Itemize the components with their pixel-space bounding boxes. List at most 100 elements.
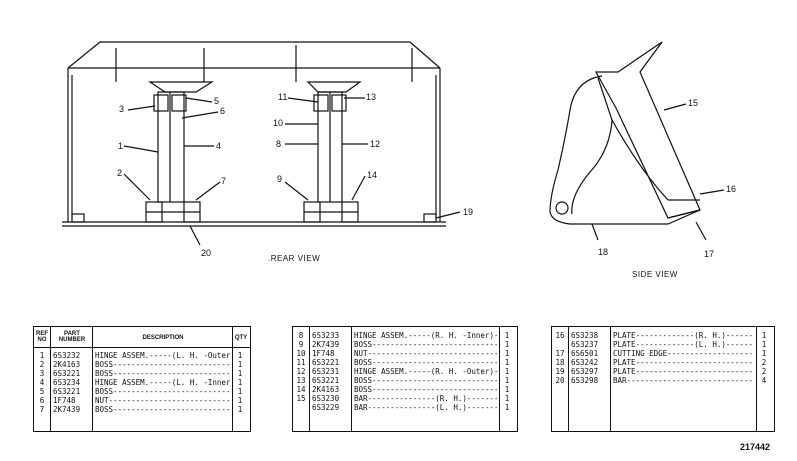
description-cell: PLATE----------------------------- xyxy=(613,367,754,376)
description-cell: NUT------------------------------- xyxy=(95,396,230,405)
description-cell: BOSS------------------------------ xyxy=(354,358,497,367)
table-row: 7 2K7439 BOSS-----------------------------… xyxy=(34,405,250,414)
qty-cell: 1 xyxy=(237,360,243,369)
part-number-cell: 2K7439 xyxy=(53,405,81,414)
callout-1: 1 xyxy=(118,141,124,151)
part-number-cell: 6S3221 xyxy=(312,358,340,367)
table-row: 6 1F748 NUT-------------------------------… xyxy=(34,396,250,405)
header-description: DESCRIPTION xyxy=(142,335,184,341)
description-cell: NUT------------------------------- xyxy=(354,349,497,358)
part-number-cell: 6S3297 xyxy=(571,367,599,376)
description-cell: BOSS------------------------------ xyxy=(354,340,497,349)
table-row: 18 6S3242 PLATE---------------------------… xyxy=(552,358,774,367)
description-cell: BAR---------------(R. H.)--------- xyxy=(354,394,497,403)
ref-no-cell: 4 xyxy=(39,378,45,387)
qty-cell: 2 xyxy=(761,358,767,367)
qty-cell: 1 xyxy=(237,396,243,405)
part-number-cell: 6S3229 xyxy=(312,403,340,412)
description-cell: BOSS------------------------------ xyxy=(95,405,230,414)
description-cell: BOSS------------------------------ xyxy=(95,369,230,378)
part-number-cell: 6S3221 xyxy=(312,376,340,385)
callout-2: 2 xyxy=(117,168,123,178)
description-cell: BOSS------------------------------ xyxy=(95,360,230,369)
part-number-cell: 1F748 xyxy=(53,396,76,405)
ref-no-cell: 7 xyxy=(39,405,45,414)
part-number-cell: 6S3233 xyxy=(312,331,340,340)
table-row: 10 1F748 NUT------------------------------… xyxy=(293,349,517,358)
ref-no-cell: 10 xyxy=(296,349,306,358)
table-row: 2 2K4163 BOSS-----------------------------… xyxy=(34,360,250,369)
callout-4: 4 xyxy=(216,141,222,151)
ref-no-cell: 2 xyxy=(39,360,45,369)
qty-cell: 1 xyxy=(504,349,510,358)
table-row: 36S3221BOSS-----------------------------… xyxy=(34,369,250,378)
callout-14: 14 xyxy=(367,170,378,180)
table-row: 6S3237 PLATE-------------(L. H.)---------… xyxy=(552,340,774,349)
description-cell: HINGE ASSEM.-----(L. H. -Outer)--- xyxy=(95,351,230,360)
ref-no-cell: 1 xyxy=(39,351,45,360)
qty-cell: 1 xyxy=(237,369,243,378)
qty-cell: 1 xyxy=(237,351,243,360)
rear-view-drawing xyxy=(62,41,461,246)
table-row: 56S3221BOSS-----------------------------… xyxy=(34,387,250,396)
qty-cell: 1 xyxy=(504,403,510,412)
description-cell: HINGE ASSEM.-----(L. H. -Inner)--- xyxy=(95,378,230,387)
qty-cell: 1 xyxy=(237,387,243,396)
description-cell: CUTTING EDGE---------------------- xyxy=(613,349,754,358)
ref-no-cell: 11 xyxy=(296,358,306,367)
qty-cell: 4 xyxy=(761,376,767,385)
table-row: 6S3229 BAR---------------(L. H.)---------… xyxy=(293,403,517,412)
drawing-number: 217442 xyxy=(740,442,771,452)
qty-cell: 1 xyxy=(504,385,510,394)
description-cell: BAR------------------------------- xyxy=(613,376,754,385)
description-cell: HINGE ASSEM.-----(R. H. -Outer)--- xyxy=(354,367,497,376)
part-number-cell: 6S6501 xyxy=(571,349,599,358)
callout-6: 6 xyxy=(220,106,226,116)
qty-cell: 1 xyxy=(504,394,510,403)
callout-11: 11 xyxy=(278,92,288,102)
part-number-cell: 6S3237 xyxy=(571,340,599,349)
callout-18: 18 xyxy=(598,247,609,257)
qty-cell: 1 xyxy=(761,340,767,349)
part-number-cell: 1F748 xyxy=(312,349,335,358)
qty-cell: 1 xyxy=(504,367,510,376)
description-cell: BOSS------------------------------ xyxy=(354,385,497,394)
part-number-cell: 2K4163 xyxy=(312,385,340,394)
ref-no-cell: 20 xyxy=(555,376,565,385)
callout-20: 20 xyxy=(201,248,212,258)
part-number-cell: 6S3298 xyxy=(571,376,599,385)
part-number-cell: 2K4163 xyxy=(53,360,81,369)
ref-no-cell: 13 xyxy=(296,376,306,385)
description-cell: PLATE-------------(R. H.)--------- xyxy=(613,331,754,340)
qty-cell: 1 xyxy=(237,378,243,387)
callout-8: 8 xyxy=(276,139,282,149)
header-ref-no: REF NO xyxy=(36,331,48,343)
qty-cell: 1 xyxy=(761,349,767,358)
description-cell: HINGE ASSEM.-----(R. H. -Inner)--- xyxy=(354,331,497,340)
callout-9: 9 xyxy=(277,174,283,184)
ref-no-cell: 6 xyxy=(39,396,45,405)
callout-13: 13 xyxy=(366,92,377,102)
ref-no-cell: 18 xyxy=(555,358,565,367)
description-cell: BAR---------------(L. H.)--------- xyxy=(354,403,497,412)
header-part-number: PART NUMBER xyxy=(58,331,86,343)
callout-7: 7 xyxy=(221,176,227,186)
description-cell: PLATE----------------------------- xyxy=(613,358,754,367)
ref-no-cell: 9 xyxy=(298,340,304,349)
ref-no-cell: 14 xyxy=(296,385,306,394)
qty-cell: 1 xyxy=(504,340,510,349)
ref-no-cell: 16 xyxy=(555,331,565,340)
description-cell: PLATE-------------(L. H.)--------- xyxy=(613,340,754,349)
part-number-cell: 6S3242 xyxy=(571,358,599,367)
table-row: 11 6S3221 BOSS----------------------------… xyxy=(293,358,517,367)
side-view-label: SIDE VIEW xyxy=(632,270,678,279)
